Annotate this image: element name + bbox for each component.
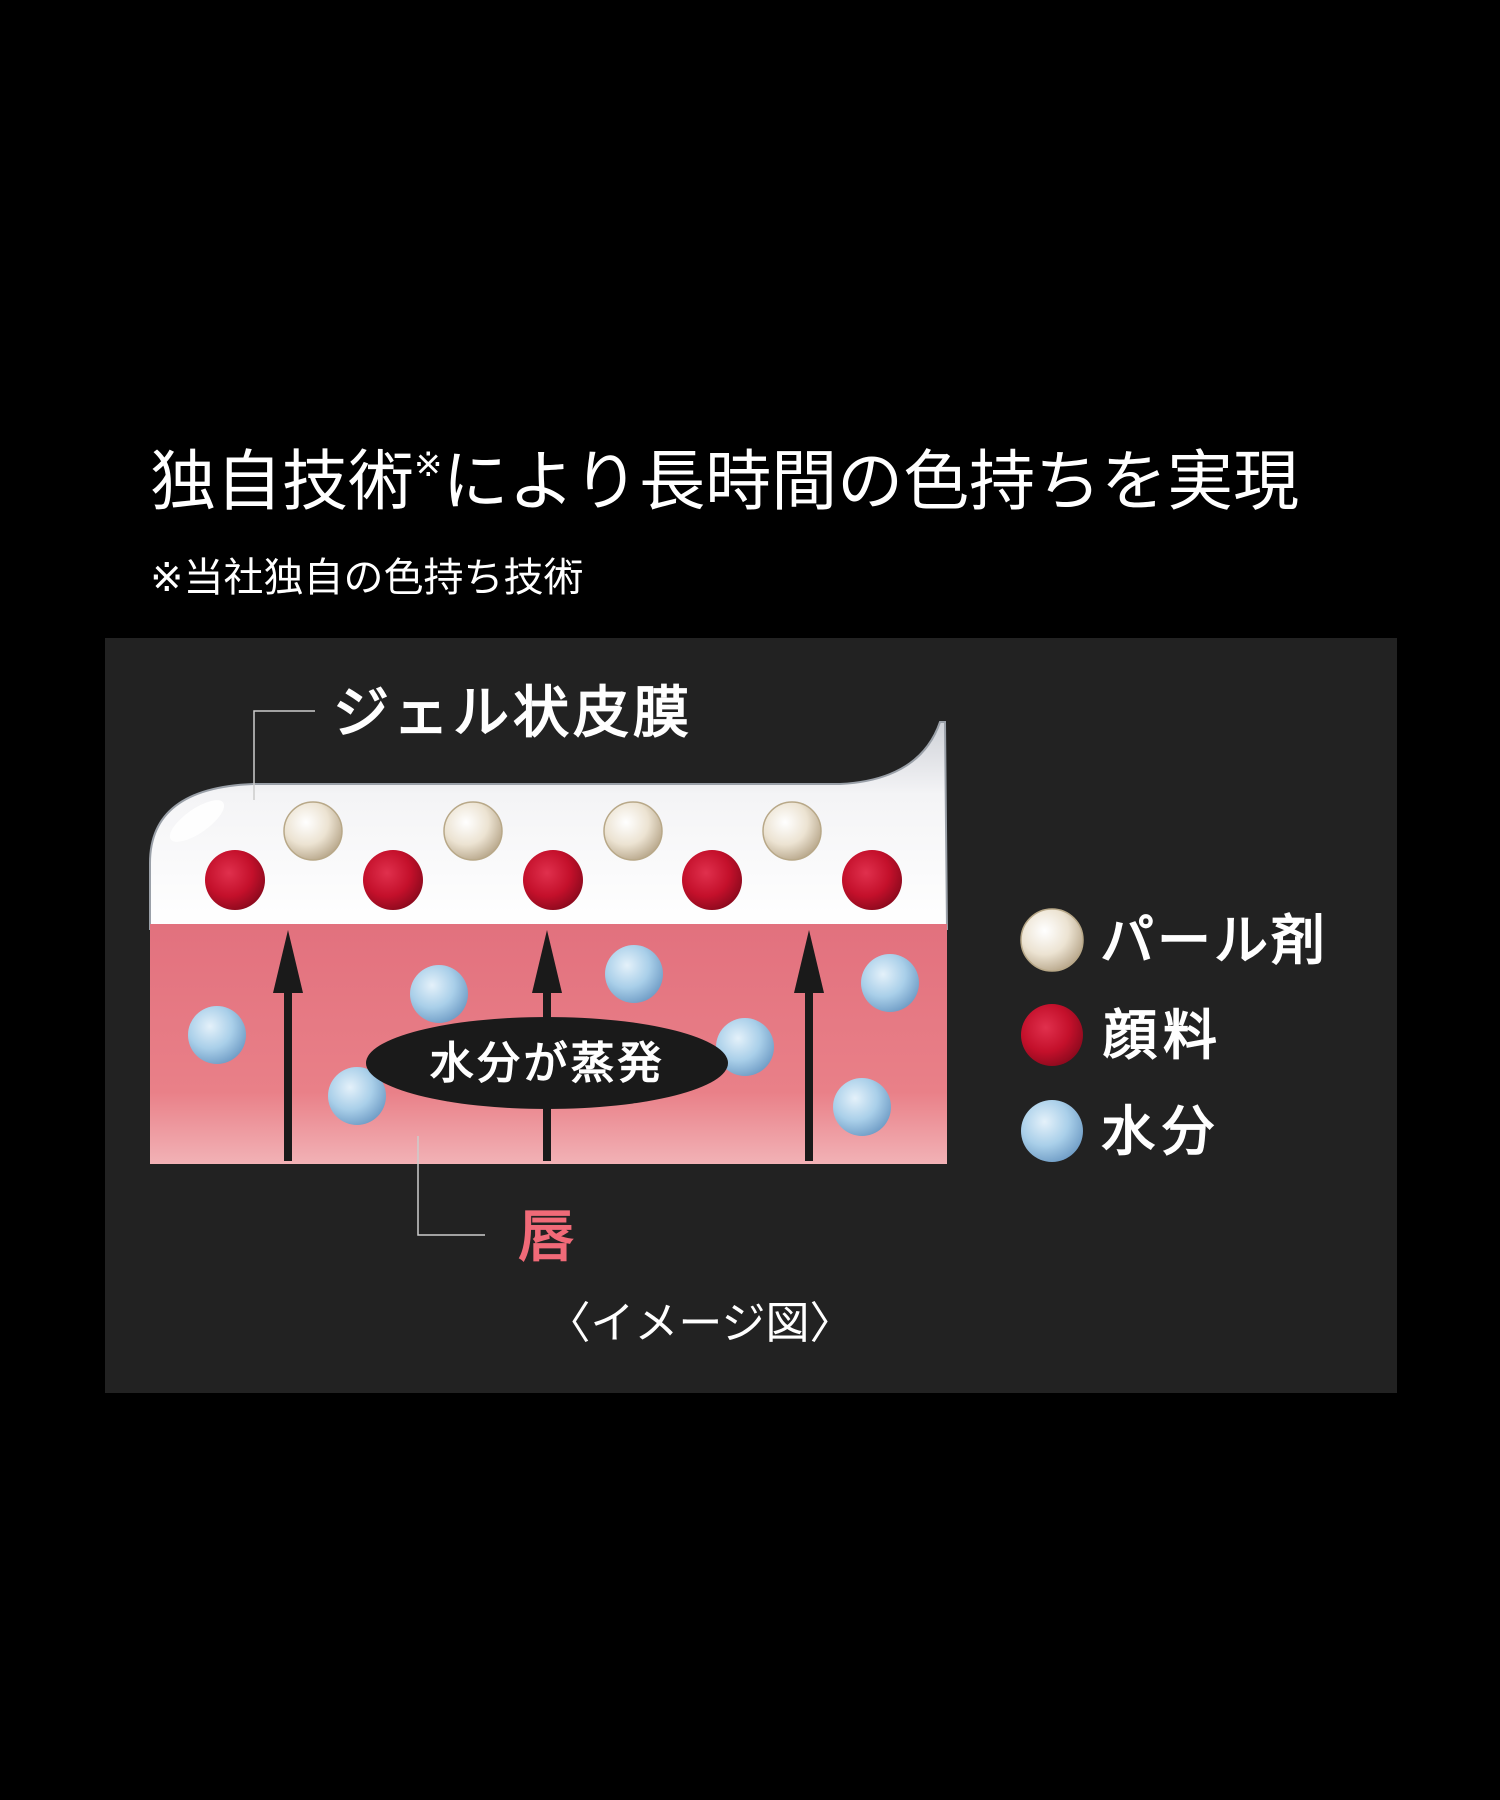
evaporation-arrow [794, 930, 824, 1161]
pearl-particle [762, 801, 822, 861]
pigment-particle [205, 850, 265, 910]
gel-film-label: ジェル状皮膜 [333, 681, 693, 746]
evaporation-label: 水分が蒸発 [430, 1038, 665, 1089]
pigment-particles [205, 850, 902, 910]
gel-film-highlight [169, 800, 225, 842]
headline-reference-mark: ※ [414, 445, 443, 485]
lip-label: 唇 [518, 1205, 574, 1270]
legend-pigment-label: 顔料 [1103, 1004, 1223, 1067]
image-caption: 〈イメージ図〉 [546, 1298, 853, 1349]
lip-leader-line [417, 1136, 485, 1236]
pigment-particle [842, 850, 902, 910]
legend-water-label: 水分 [1101, 1100, 1221, 1163]
water-particles [188, 945, 919, 1136]
legend-item-pigment: 顔料 [1021, 1004, 1223, 1067]
legend: パール剤 顔料 水分 [1020, 908, 1328, 1163]
pearl-particle [603, 801, 663, 861]
pearl-particle [443, 801, 503, 861]
water-particle [716, 1018, 774, 1076]
water-particle [410, 965, 468, 1023]
headline-title: 独自技術 [150, 443, 414, 520]
footnote: ※当社独自の色持ち技術 [150, 555, 584, 601]
legend-pigment-icon [1021, 1004, 1083, 1066]
water-particle [833, 1078, 891, 1136]
legend-pearl-label: パール剤 [1100, 909, 1328, 972]
headline-title-rest: により長時間の色持ちを実現 [442, 443, 1300, 520]
pigment-particle [363, 850, 423, 910]
legend-pearl-icon [1020, 908, 1084, 972]
diagram-panel: ジェル状皮膜 [105, 638, 1397, 1393]
pearl-particle [283, 801, 343, 861]
water-particle [861, 954, 919, 1012]
water-particle [328, 1067, 386, 1125]
pigment-particle [523, 850, 583, 910]
evaporation-badge [366, 1017, 728, 1109]
legend-item-pearl: パール剤 [1020, 908, 1328, 972]
evaporation-arrow [273, 930, 303, 1161]
diagram-svg: ジェル状皮膜 [149, 681, 1328, 1349]
legend-item-water: 水分 [1021, 1100, 1221, 1163]
water-particle [188, 1006, 246, 1064]
pearl-particles [283, 801, 822, 861]
pigment-particle [682, 850, 742, 910]
gel-film [149, 721, 949, 930]
water-particle [605, 945, 663, 1003]
legend-water-icon [1021, 1100, 1083, 1162]
headline: 独自技術※により長時間の色持ちを実現 [150, 440, 1380, 524]
gel-film-leader-line [253, 710, 315, 800]
